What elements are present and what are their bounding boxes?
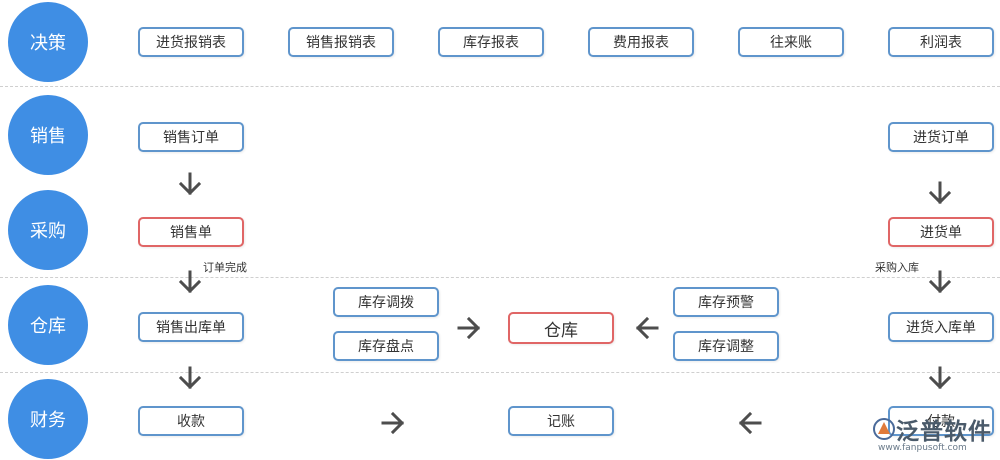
- warehouse-center-box[interactable]: 仓库: [508, 312, 614, 344]
- inventory-transfer-box[interactable]: 库存调拨: [333, 287, 439, 317]
- inventory-adjust-box[interactable]: 库存调整: [673, 331, 779, 361]
- purchase-inbound-note: 采购入库: [875, 261, 919, 274]
- payment-box[interactable]: 付款: [888, 406, 994, 436]
- right-arrow-icon: [381, 411, 405, 435]
- order-complete-note: 订单完成: [203, 261, 247, 274]
- left-arrow-icon: [738, 411, 762, 435]
- down-arrow-icon: [928, 270, 952, 294]
- logo-name: 泛普软件: [896, 419, 992, 445]
- bookkeeping-box[interactable]: 记账: [508, 406, 614, 436]
- purchase-order-box[interactable]: 进货订单: [888, 122, 994, 152]
- sales-order-box[interactable]: 销售订单: [138, 122, 244, 152]
- divider-2: [0, 277, 1000, 278]
- down-arrow-icon: [928, 181, 952, 205]
- report-accounts[interactable]: 往来账: [738, 27, 844, 57]
- divider-1: [0, 86, 1000, 87]
- down-arrow-icon: [178, 172, 202, 196]
- inventory-alert-box[interactable]: 库存预警: [673, 287, 779, 317]
- down-arrow-icon: [178, 366, 202, 390]
- sales-bill-box[interactable]: 销售单: [138, 217, 244, 247]
- row-label-warehouse: 仓库: [8, 285, 88, 365]
- down-arrow-icon: [178, 270, 202, 294]
- report-cost[interactable]: 费用报表: [588, 27, 694, 57]
- report-profit[interactable]: 利润表: [888, 27, 994, 57]
- report-inventory[interactable]: 库存报表: [438, 27, 544, 57]
- row-label-sales: 销售: [8, 95, 88, 175]
- row-label-decision: 决策: [8, 2, 88, 82]
- left-arrow-icon: [635, 316, 659, 340]
- report-purchase-expense[interactable]: 进货报销表: [138, 27, 244, 57]
- sales-outbound-box[interactable]: 销售出库单: [138, 312, 244, 342]
- report-sales-expense[interactable]: 销售报销表: [288, 27, 394, 57]
- purchase-inbound-box[interactable]: 进货入库单: [888, 312, 994, 342]
- row-label-finance: 财务: [8, 379, 88, 459]
- receipt-box[interactable]: 收款: [138, 406, 244, 436]
- row-label-purchase: 采购: [8, 190, 88, 270]
- divider-3: [0, 372, 1000, 373]
- right-arrow-icon: [457, 316, 481, 340]
- logo-url: www.fanpusoft.com: [878, 443, 967, 453]
- down-arrow-icon: [928, 366, 952, 390]
- brand-logo: 泛普软件 www.fanpusoft.com: [872, 412, 1000, 460]
- purchase-bill-box[interactable]: 进货单: [888, 217, 994, 247]
- logo-mark-icon: [873, 418, 895, 440]
- inventory-check-box[interactable]: 库存盘点: [333, 331, 439, 361]
